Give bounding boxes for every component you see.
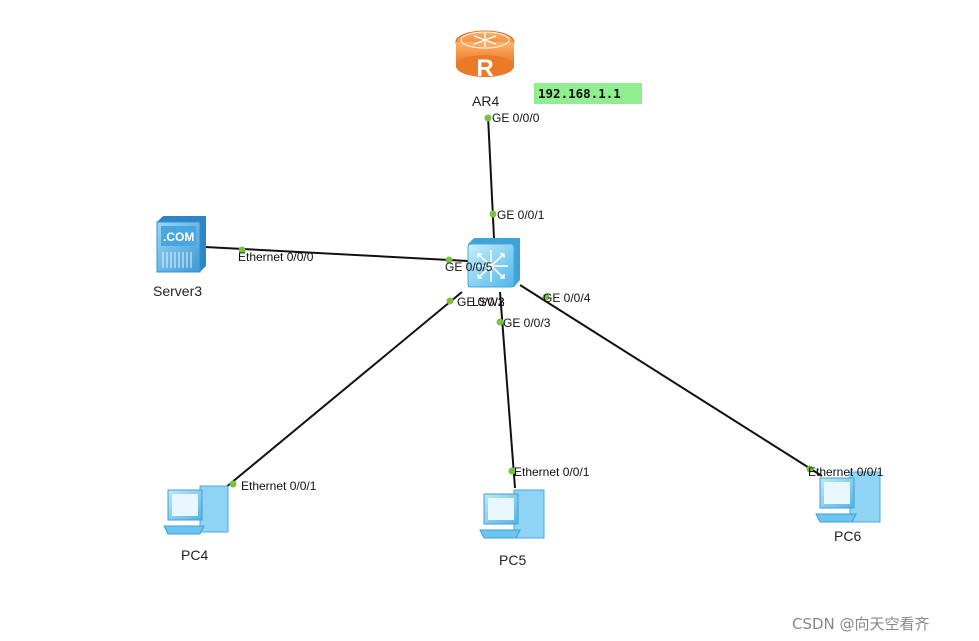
port-dot[interactable]	[446, 297, 454, 305]
router-icon: R	[455, 30, 515, 82]
link-pc5-lsw3[interactable]	[499, 291, 516, 489]
pc-icon	[815, 471, 881, 523]
switch-name: LSW3	[472, 295, 505, 309]
switch-icon	[467, 238, 520, 288]
port-dot[interactable]	[489, 210, 497, 218]
port-label-ar4-ge000: GE 0/0/0	[492, 111, 540, 125]
port-label-lsw-ge003: GE 0/0/3	[503, 316, 551, 330]
pc-pc5[interactable]: PC5	[479, 489, 545, 568]
ip-annotation-text: 192.168.1.1	[538, 86, 621, 101]
pc-pc4[interactable]: PC4	[163, 485, 229, 563]
port-dot[interactable]	[806, 465, 814, 473]
port-label-pc4-eth001: Ethernet 0/0/1	[241, 479, 317, 493]
server-server3[interactable]: .COM Server3	[153, 216, 206, 299]
server-name: Server3	[153, 283, 202, 299]
port-dot[interactable]	[484, 114, 492, 122]
port-dot[interactable]	[542, 293, 550, 301]
svg-text:R: R	[476, 55, 493, 82]
port-label-lsw-ge002: GE 0/0/2	[457, 295, 505, 309]
pc5-name: PC5	[499, 552, 526, 568]
port-label-pc5-eth001: Ethernet 0/0/1	[514, 465, 590, 479]
port-label-lsw-ge004: GE 0/0/4	[543, 291, 591, 305]
router-ar4[interactable]: R AR4	[455, 30, 515, 109]
port-dot[interactable]	[445, 256, 453, 264]
port-label-lsw-ge001: GE 0/0/1	[497, 208, 545, 222]
switch-lsw3[interactable]: LSW3	[467, 238, 520, 309]
port-label-pc6-eth001: Ethernet 0/0/1	[808, 465, 884, 479]
port-labels: GE 0/0/0 GE 0/0/1 Ethernet 0/0/0 GE 0/0/…	[238, 111, 884, 493]
port-label-server-eth000: Ethernet 0/0/0	[238, 250, 314, 264]
pc6-name: PC6	[834, 528, 861, 544]
links	[204, 115, 823, 489]
pc-pc6[interactable]: PC6	[815, 471, 881, 544]
link-pc6-lsw3[interactable]	[519, 284, 823, 477]
pc-icon	[163, 485, 229, 535]
port-label-lsw-ge005: GE 0/0/5	[445, 260, 493, 274]
link-server3-lsw3[interactable]	[204, 246, 469, 262]
server-icon: .COM	[156, 216, 206, 273]
link-ar4-lsw3[interactable]	[487, 115, 495, 239]
watermark: CSDN @向天空看齐	[792, 615, 930, 633]
pc4-name: PC4	[181, 547, 208, 563]
ip-annotation-box	[534, 83, 642, 104]
server-screen-text: .COM	[163, 230, 194, 244]
port-dot[interactable]	[496, 318, 504, 326]
port-dot[interactable]	[238, 246, 246, 254]
port-dot[interactable]	[508, 467, 516, 475]
link-pc4-lsw3[interactable]	[224, 291, 463, 489]
pc-icon	[479, 489, 545, 539]
port-dots	[229, 114, 814, 488]
ip-annotation[interactable]: 192.168.1.1	[534, 83, 642, 104]
router-name: AR4	[472, 93, 499, 109]
port-dot[interactable]	[229, 480, 237, 488]
